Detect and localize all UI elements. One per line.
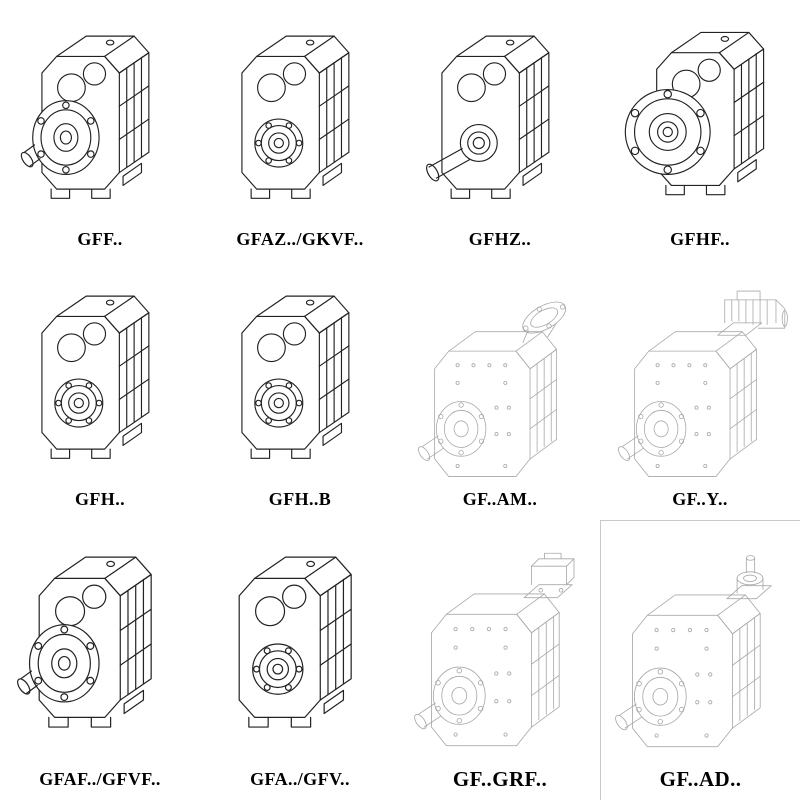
gearbox-with-motor-icon bbox=[604, 284, 796, 496]
catalog-cell: GFAF../GFVF.. bbox=[0, 520, 200, 800]
gearbox-face-flange-icon bbox=[610, 14, 790, 226]
model-label: GF..AD.. bbox=[659, 767, 742, 791]
gearbox-square-input-adapter-icon bbox=[404, 544, 596, 766]
gearbox-output-flange-icon bbox=[10, 14, 190, 226]
model-label: GF..Y.. bbox=[672, 489, 728, 509]
catalog-cell: GF..Y.. bbox=[600, 260, 800, 520]
model-label: GFAF../GFVF.. bbox=[39, 769, 161, 789]
catalog-cell: GFA../GFV.. bbox=[200, 520, 400, 800]
catalog-cell: GF..GRF.. bbox=[400, 520, 600, 800]
model-label: GFF.. bbox=[77, 229, 123, 249]
catalog-cell: GFHF.. bbox=[600, 0, 800, 260]
catalog-cell: GF..AD.. bbox=[600, 520, 800, 800]
gearbox-solid-shaft-icon bbox=[410, 14, 590, 226]
model-label: GFHF.. bbox=[670, 229, 730, 249]
gearbox-hollow-shaft-icon bbox=[210, 14, 390, 226]
gearbox-output-flange-icon bbox=[10, 534, 190, 756]
model-label: GFH.. bbox=[75, 489, 125, 509]
model-label: GF..AM.. bbox=[462, 489, 538, 509]
catalog-cell: GF..AM.. bbox=[400, 260, 600, 520]
gearbox-input-shaft-adapter-icon bbox=[605, 545, 797, 767]
catalog-cell: GFAZ../GKVF.. bbox=[200, 0, 400, 260]
gearbox-motor-flange-adapter-icon bbox=[404, 284, 596, 496]
gearbox-foot-mounted-icon bbox=[210, 274, 390, 486]
model-label: GF..GRF.. bbox=[452, 767, 548, 791]
model-label: GFHZ.. bbox=[468, 229, 532, 249]
catalog-cell: GFHZ.. bbox=[400, 0, 600, 260]
model-label: GFAZ../GKVF.. bbox=[236, 229, 364, 249]
catalog-cell: GFH.. bbox=[0, 260, 200, 520]
model-label: GFA../GFV.. bbox=[250, 769, 350, 789]
catalog-cell: GFH..B bbox=[200, 260, 400, 520]
gearbox-hollow-shaft-icon bbox=[210, 534, 390, 756]
catalog-cell: GFF.. bbox=[0, 0, 200, 260]
model-label: GFH..B bbox=[268, 489, 332, 509]
gearbox-hollow-shaft-icon bbox=[10, 274, 190, 486]
